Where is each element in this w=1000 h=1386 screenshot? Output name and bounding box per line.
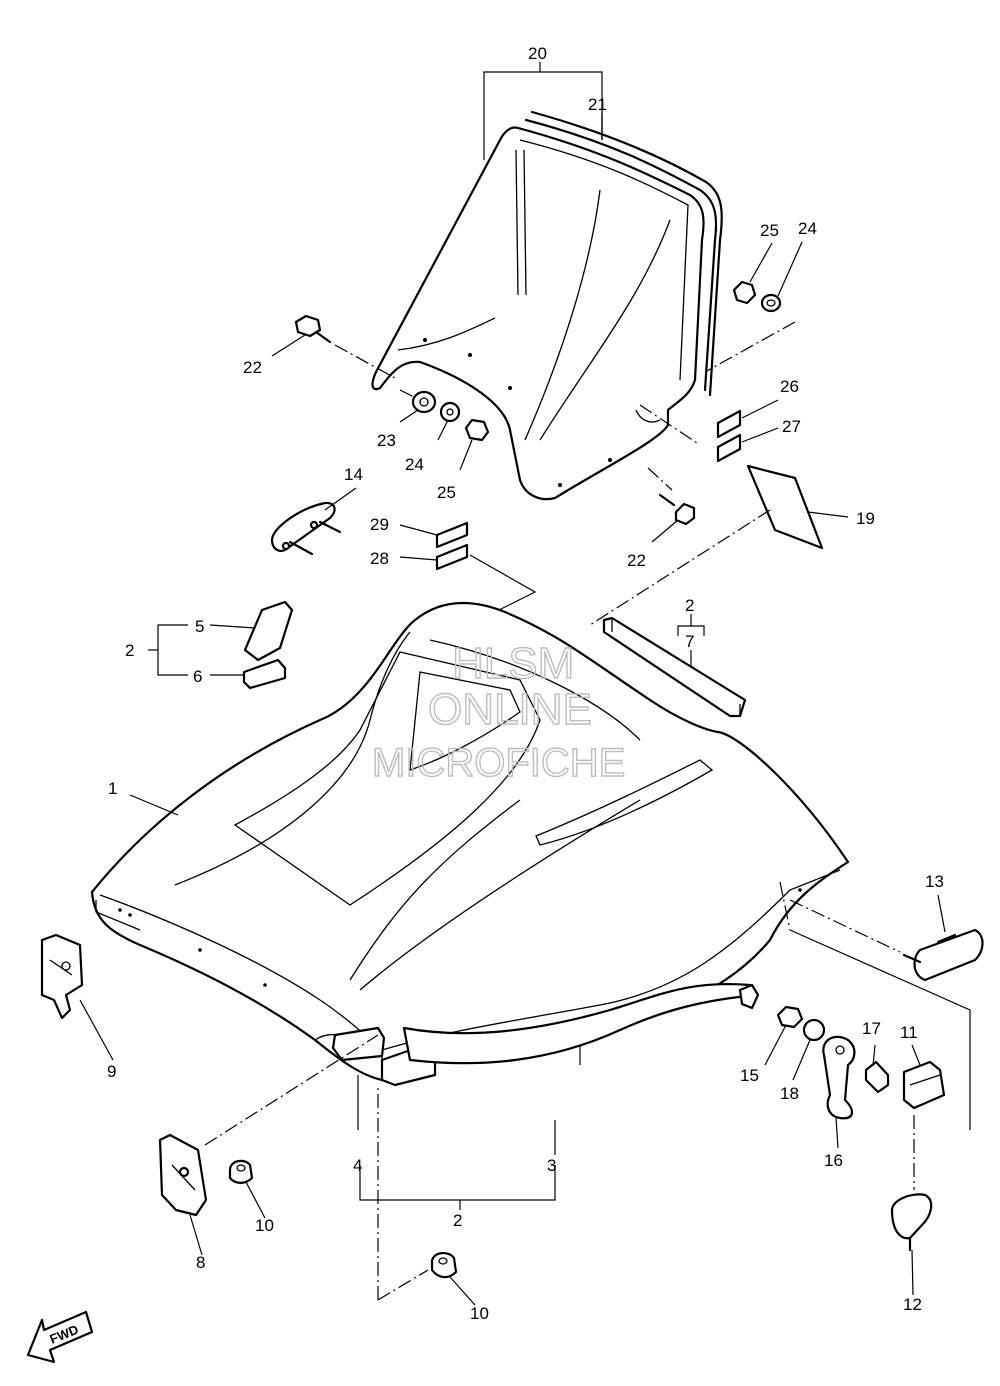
hood [90, 601, 850, 1087]
decal-19 [746, 464, 824, 550]
watermark-line-3: MICROFICHE [372, 741, 625, 785]
callout-17: 17 [862, 1019, 881, 1038]
nut-25-top [732, 280, 757, 305]
hinge-9 [40, 933, 84, 1020]
callout-10: 10 [470, 1304, 489, 1323]
callout-18: 18 [780, 1084, 799, 1103]
nut-25-mid [464, 418, 490, 442]
bolt-13 [902, 928, 984, 982]
watermark: HLSM ONLINE MICROFICHE [371, 638, 626, 785]
callout-22: 22 [243, 358, 262, 377]
callout-1: 1 [108, 779, 117, 798]
callout-3: 3 [547, 1156, 556, 1175]
trim-5 [243, 600, 294, 662]
callout-25: 25 [760, 221, 779, 240]
bolt-22-top [294, 314, 332, 344]
callout-15: 15 [740, 1066, 759, 1085]
callout-21: 21 [588, 95, 607, 114]
washer-24-top [760, 293, 782, 313]
grommet-10-b [430, 1252, 458, 1279]
callout-10: 10 [255, 1216, 274, 1235]
pad-4 [331, 1026, 386, 1062]
callout-22: 22 [627, 551, 646, 570]
callout-11: 11 [900, 1023, 918, 1042]
pads-28-29 [435, 521, 469, 571]
bracket-14 [270, 501, 342, 556]
hinge-8 [158, 1133, 208, 1217]
callout-19: 19 [856, 509, 875, 528]
pads-26-27 [716, 409, 742, 463]
washer-24-mid [439, 401, 461, 423]
bracket-20 [483, 71, 603, 160]
callout-9: 9 [107, 1062, 116, 1081]
trim-6 [242, 658, 287, 690]
bracket-11 [902, 1060, 946, 1110]
knob-12 [890, 1193, 933, 1252]
callout-6: 6 [193, 667, 202, 686]
callout-29: 29 [370, 515, 389, 534]
callout-23: 23 [377, 431, 396, 450]
callout-28: 28 [370, 549, 389, 568]
fwd-arrow-icon: FWD [26, 1310, 94, 1364]
callout-4: 4 [353, 1156, 362, 1175]
callout-24: 24 [798, 219, 817, 238]
roller-17 [864, 1060, 890, 1094]
callout-20: 20 [528, 44, 547, 63]
grommet-10-a [228, 1159, 254, 1184]
callout-24: 24 [405, 455, 424, 474]
watermark-line-2: ONLINE [428, 685, 592, 734]
lever-16 [822, 1035, 856, 1120]
windshield [371, 110, 723, 501]
callout-12: 12 [903, 1295, 922, 1314]
callout-16: 16 [824, 1151, 843, 1170]
screw-22-right [658, 493, 696, 526]
bushing-15 [776, 1005, 804, 1029]
watermark-line-1: HLSM [452, 639, 574, 688]
callout-labels: 20 21 25 24 22 26 27 23 24 25 14 29 28 2… [107, 44, 944, 1323]
callout-2: 2 [125, 641, 134, 660]
callout-7: 7 [685, 632, 694, 651]
callout-8: 8 [196, 1253, 205, 1272]
callout-25: 25 [437, 483, 456, 502]
washer-23 [411, 390, 437, 414]
callout-14: 14 [344, 465, 363, 484]
callout-2: 2 [685, 596, 694, 615]
washer-18 [802, 1018, 826, 1042]
callout-26: 26 [780, 377, 799, 396]
callout-2: 2 [453, 1211, 462, 1230]
callout-5: 5 [195, 617, 204, 636]
callout-27: 27 [782, 417, 801, 436]
trim-7 [602, 616, 747, 718]
callout-13: 13 [925, 872, 944, 891]
rail-3 [402, 982, 760, 1065]
